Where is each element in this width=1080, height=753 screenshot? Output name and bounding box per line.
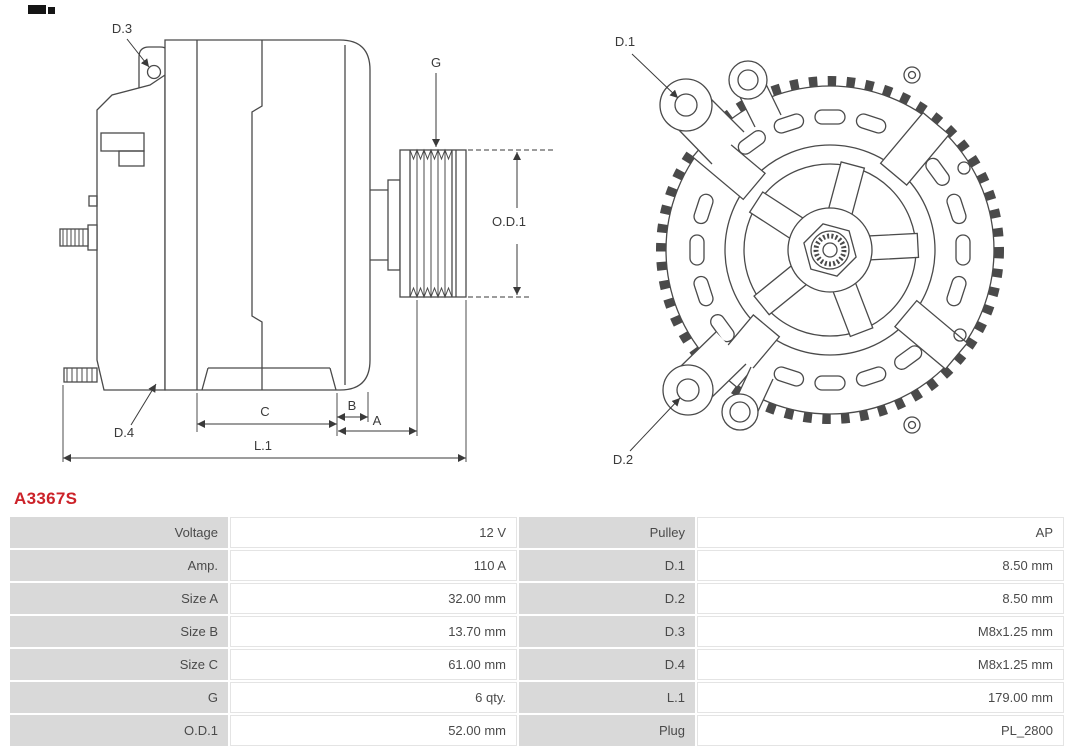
spec-label: Size A <box>10 583 228 614</box>
spec-label: Size C <box>10 649 228 680</box>
side-view-diagram: D.3 D.4 G O.D.1 C B A L.1 <box>59 21 556 462</box>
label-a: A <box>373 413 382 428</box>
spec-value: 52.00 mm <box>230 715 517 746</box>
spec-value: 179.00 mm <box>697 682 1064 713</box>
label-c: C <box>260 404 269 419</box>
spec-value: 8.50 mm <box>697 583 1064 614</box>
alternator-rear-outline <box>656 60 1004 434</box>
rear-leader-lines <box>629 53 681 452</box>
side-view-labels: D.3 D.4 G O.D.1 C B A L.1 <box>112 21 526 453</box>
spec-label: Voltage <box>10 517 228 548</box>
spec-table: Voltage 12 V Pulley AP Amp. 110 A D.1 8.… <box>10 517 1064 746</box>
rear-view-labels: D.1 D.2 <box>613 34 635 467</box>
spec-label: O.D.1 <box>10 715 228 746</box>
spec-value: 110 A <box>230 550 517 581</box>
spec-value: 61.00 mm <box>230 649 517 680</box>
label-d1: D.1 <box>615 34 635 49</box>
spec-value: 6 qty. <box>230 682 517 713</box>
rear-view-diagram: D.1 D.2 <box>613 34 1004 467</box>
spec-label: D.1 <box>519 550 695 581</box>
spec-label: L.1 <box>519 682 695 713</box>
technical-drawings: D.3 D.4 G O.D.1 C B A L.1 <box>28 5 1004 467</box>
label-od1: O.D.1 <box>492 214 526 229</box>
spec-label: G <box>10 682 228 713</box>
label-d4: D.4 <box>114 425 134 440</box>
label-d2: D.2 <box>613 452 633 467</box>
label-l1: L.1 <box>254 438 272 453</box>
spec-value: M8x1.25 mm <box>697 649 1064 680</box>
spec-value: PL_2800 <box>697 715 1064 746</box>
dimension-lines <box>62 38 556 462</box>
alternator-side-outline <box>59 39 467 391</box>
spec-value: AP <box>697 517 1064 548</box>
print-artifact <box>28 5 55 14</box>
spec-value: 12 V <box>230 517 517 548</box>
spec-label: Size B <box>10 616 228 647</box>
spec-label: D.3 <box>519 616 695 647</box>
spec-value: 8.50 mm <box>697 550 1064 581</box>
spec-value: 32.00 mm <box>230 583 517 614</box>
spec-value: M8x1.25 mm <box>697 616 1064 647</box>
spec-label: D.4 <box>519 649 695 680</box>
spec-label: Plug <box>519 715 695 746</box>
spec-label: D.2 <box>519 583 695 614</box>
spec-value: 13.70 mm <box>230 616 517 647</box>
label-b: B <box>348 398 357 413</box>
part-number: A3367S <box>14 489 78 508</box>
label-d3: D.3 <box>112 21 132 36</box>
spec-label: Amp. <box>10 550 228 581</box>
spec-label: Pulley <box>519 517 695 548</box>
label-g: G <box>431 55 441 70</box>
